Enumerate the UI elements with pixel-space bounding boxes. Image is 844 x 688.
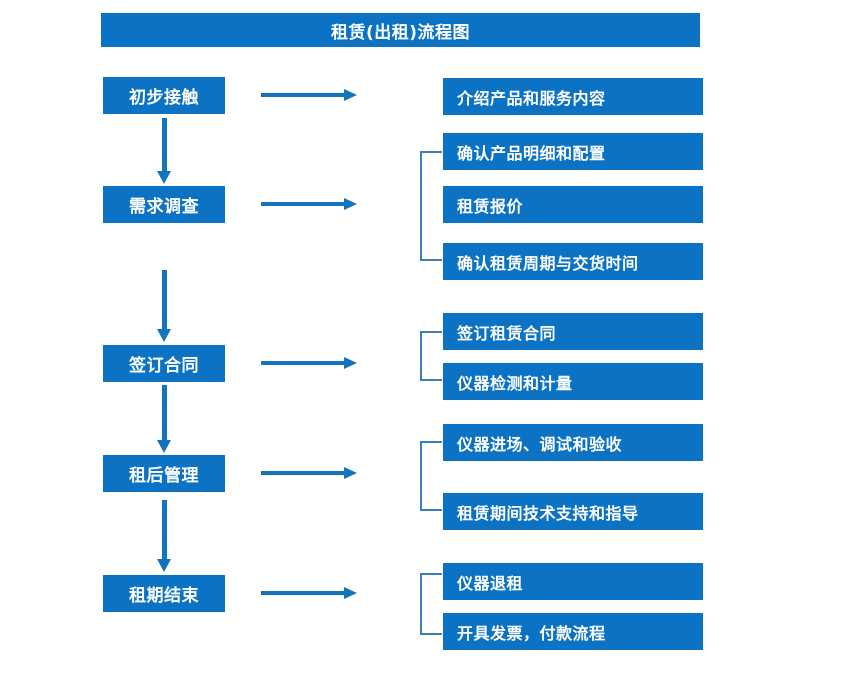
detail-box-10[interactable]: 开具发票，付款流程 [443, 613, 703, 650]
detail-label: 仪器退租 [457, 573, 524, 593]
detail-label: 仪器进场、调试和验收 [457, 434, 623, 454]
detail-label: 租赁报价 [457, 196, 524, 216]
right-arrow-stage4 [261, 467, 357, 479]
detail-box-6[interactable]: 仪器检测和计量 [443, 363, 703, 400]
group-bracket-post-rental [420, 441, 442, 511]
arrow-shaft [162, 118, 167, 171]
arrow-head [157, 440, 171, 453]
detail-box-7[interactable]: 仪器进场、调试和验收 [443, 424, 703, 461]
stage-label: 需求调查 [129, 197, 199, 217]
detail-label: 开具发票，付款流程 [457, 623, 606, 643]
detail-box-8[interactable]: 租赁期间技术支持和指导 [443, 493, 703, 530]
detail-label: 介绍产品和服务内容 [457, 88, 606, 108]
arrow-head [157, 559, 171, 572]
stage-box-1[interactable]: 初步接触 [103, 77, 225, 114]
detail-box-5[interactable]: 签订租赁合同 [443, 313, 703, 350]
stage-box-4[interactable]: 租后管理 [103, 455, 225, 492]
arrow-shaft [261, 591, 345, 595]
stage-label: 初步接触 [129, 88, 199, 108]
down-arrow-stage4-stage5 [157, 500, 171, 572]
arrow-shaft [162, 385, 167, 440]
stage-label: 租期结束 [129, 586, 199, 606]
group-bracket-closeout [420, 573, 442, 635]
detail-box-9[interactable]: 仪器退租 [443, 563, 703, 600]
stage-label: 租后管理 [129, 466, 199, 486]
arrow-head [344, 89, 357, 101]
stage-box-5[interactable]: 租期结束 [103, 575, 225, 612]
detail-label: 仪器检测和计量 [457, 373, 573, 393]
arrow-shaft [162, 500, 167, 559]
arrow-shaft [162, 270, 167, 329]
detail-label: 租赁期间技术支持和指导 [457, 503, 639, 523]
down-arrow-stage2-stage3 [157, 270, 171, 342]
arrow-shaft [261, 202, 345, 206]
arrow-shaft [261, 471, 345, 475]
arrow-head [344, 587, 357, 599]
arrow-head [344, 198, 357, 210]
detail-box-2[interactable]: 确认产品明细和配置 [443, 133, 703, 170]
right-arrow-stage3 [261, 357, 357, 369]
group-bracket-contract [420, 331, 442, 381]
stage-label: 签订合同 [129, 356, 199, 376]
arrow-head [344, 357, 357, 369]
detail-label: 确认租赁周期与交货时间 [457, 253, 639, 273]
diagram-title: 租赁(出租)流程图 [101, 13, 700, 47]
right-arrow-stage1 [261, 89, 357, 101]
detail-label: 确认产品明细和配置 [457, 143, 606, 163]
arrow-head [157, 171, 171, 184]
right-arrow-stage2 [261, 198, 357, 210]
arrow-head [157, 329, 171, 342]
detail-box-4[interactable]: 确认租赁周期与交货时间 [443, 243, 703, 280]
right-arrow-stage5 [261, 587, 357, 599]
group-bracket-requirements [420, 151, 442, 261]
detail-box-1[interactable]: 介绍产品和服务内容 [443, 78, 703, 115]
stage-box-2[interactable]: 需求调查 [103, 186, 225, 223]
stage-box-3[interactable]: 签订合同 [103, 345, 225, 382]
detail-box-3[interactable]: 租赁报价 [443, 186, 703, 223]
down-arrow-stage1-stage2 [157, 118, 171, 184]
detail-label: 签订租赁合同 [457, 323, 557, 343]
arrow-head [344, 467, 357, 479]
down-arrow-stage3-stage4 [157, 385, 171, 453]
arrow-shaft [261, 361, 345, 365]
arrow-shaft [261, 93, 345, 97]
